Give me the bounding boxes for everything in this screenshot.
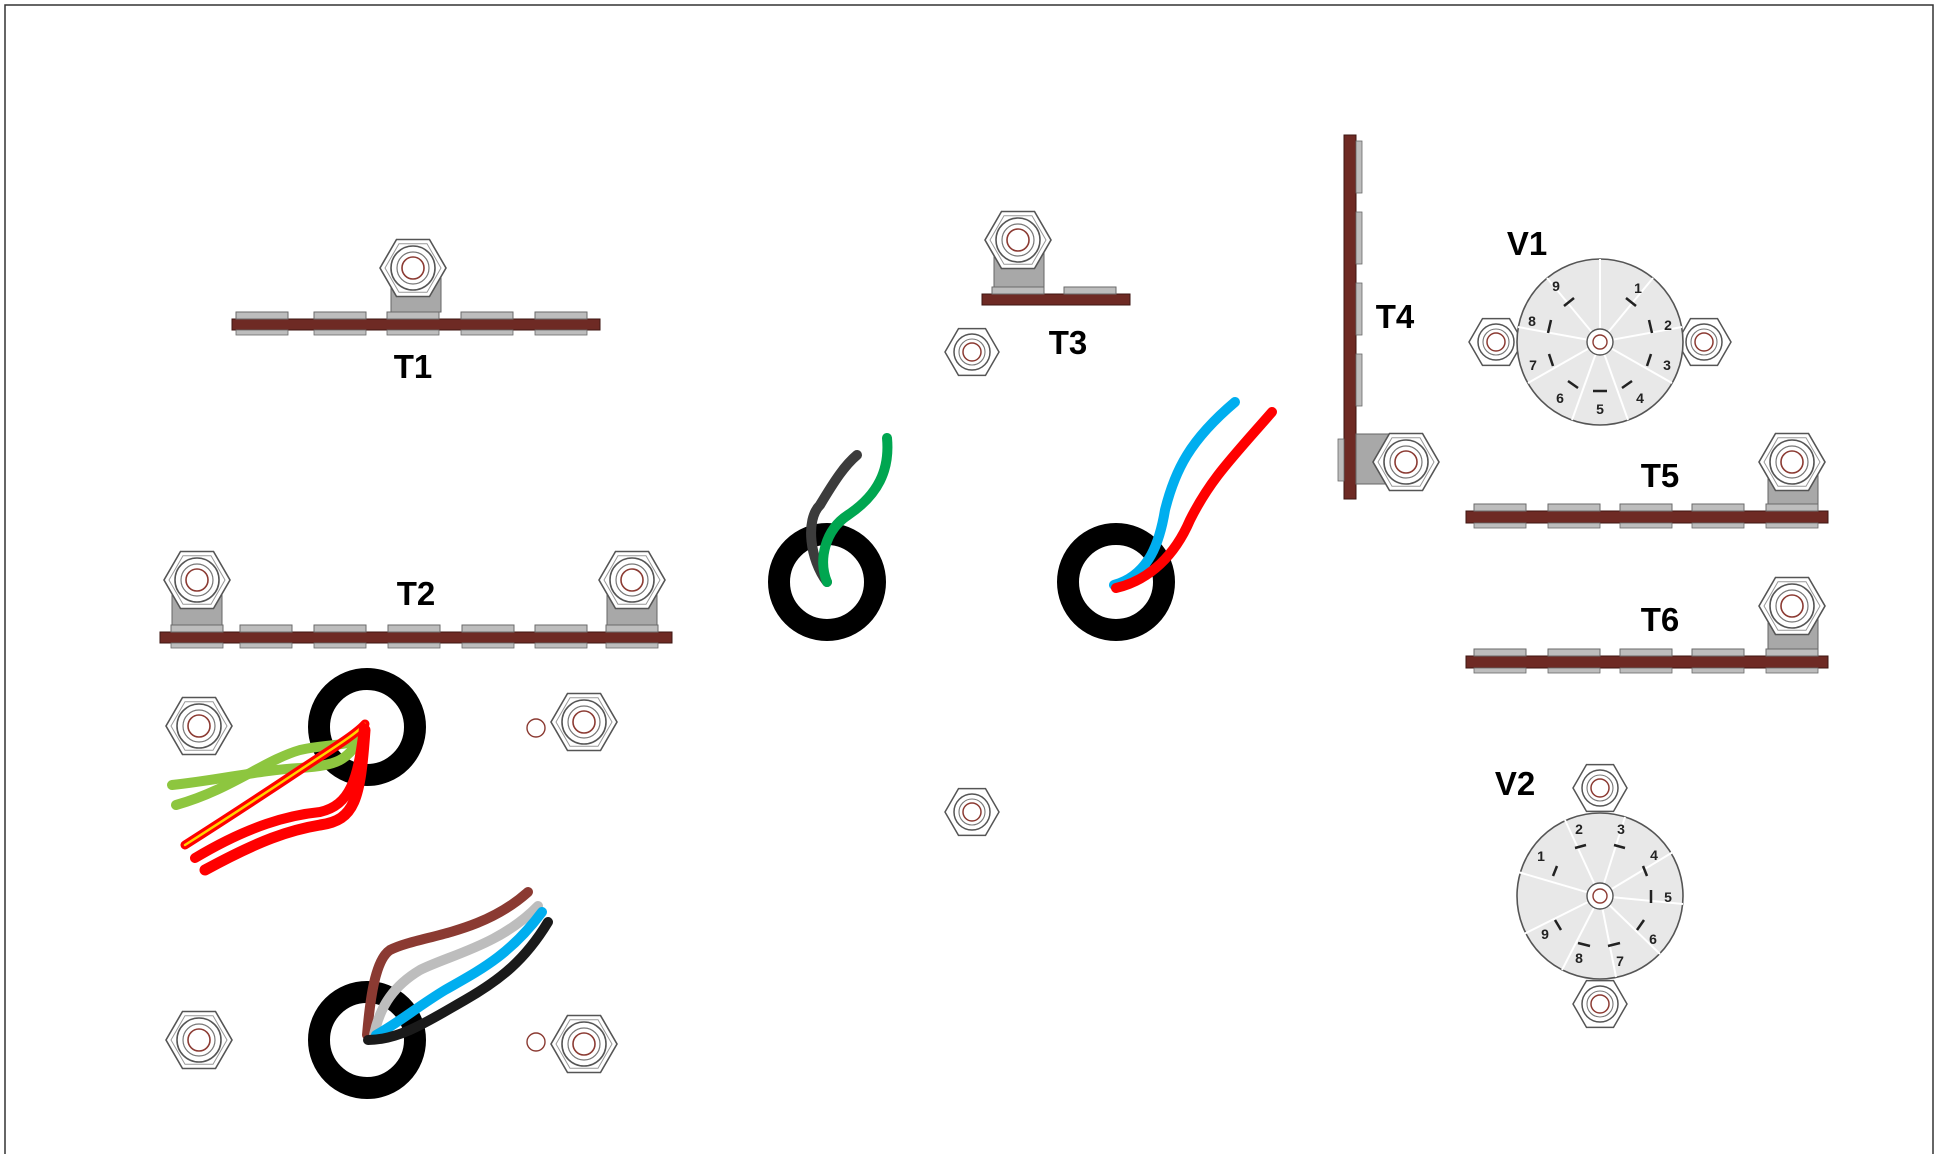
mounting-nut xyxy=(165,1010,233,1070)
v2-pin-8: 8 xyxy=(1575,950,1583,966)
v2-pin-6: 6 xyxy=(1649,931,1657,947)
v2-pin-1: 1 xyxy=(1537,848,1545,864)
v1-pin-3: 3 xyxy=(1663,357,1671,373)
mounting-nut xyxy=(944,787,1000,837)
mounting-nut xyxy=(944,327,1000,377)
terminal-strip-t2 xyxy=(159,550,673,649)
label-v1: V1 xyxy=(1507,225,1547,262)
v1-pin-6: 6 xyxy=(1556,390,1564,406)
v1-pin-2: 2 xyxy=(1664,317,1672,333)
label-t4: T4 xyxy=(1376,298,1415,335)
wire-bundle-lower-leads xyxy=(362,887,553,1045)
tube-socket-v1: 1 2 3 4 5 6 7 8 9 xyxy=(1468,258,1732,426)
terminal-strip-t6 xyxy=(1465,576,1829,674)
page-frame xyxy=(4,4,1934,1154)
ground-lug-hole xyxy=(526,1032,546,1052)
label-t3: T3 xyxy=(1049,324,1088,361)
label-t1: T1 xyxy=(394,348,433,385)
mounting-nut xyxy=(550,692,618,752)
wire-bundle-center-left xyxy=(806,433,893,587)
mounting-nut xyxy=(165,696,233,756)
terminal-strip-t4 xyxy=(1337,134,1440,500)
tube-socket-v2: 1 2 3 4 5 6 7 8 9 xyxy=(1516,763,1684,1029)
v1-pin-7: 7 xyxy=(1529,357,1537,373)
mounting-nut xyxy=(550,1014,618,1074)
v1-pin-5: 5 xyxy=(1596,401,1604,417)
wire-bundle-center-right xyxy=(1109,397,1277,593)
label-t6: T6 xyxy=(1641,601,1680,638)
v2-pin-5: 5 xyxy=(1664,889,1672,905)
grommet-power-leads xyxy=(308,668,426,786)
ground-lug-hole xyxy=(526,718,546,738)
v1-pin-9: 9 xyxy=(1552,278,1560,294)
terminal-strip-t1 xyxy=(231,238,601,336)
terminal-strip-t3 xyxy=(981,210,1131,306)
v2-pin-3: 3 xyxy=(1617,821,1625,837)
v2-pin-4: 4 xyxy=(1650,847,1658,863)
wire-bundle-power-leads xyxy=(167,719,371,876)
grommet-lower-leads xyxy=(308,981,426,1099)
v1-pin-8: 8 xyxy=(1528,313,1536,329)
label-v2: V2 xyxy=(1495,765,1535,802)
grommet-center-right xyxy=(1057,523,1175,641)
v1-pin-1: 1 xyxy=(1634,280,1642,296)
label-t5: T5 xyxy=(1641,457,1680,494)
v2-pin-9: 9 xyxy=(1541,926,1549,942)
label-t2: T2 xyxy=(397,575,436,612)
v1-pin-4: 4 xyxy=(1636,390,1644,406)
terminal-strip-t5 xyxy=(1465,432,1829,529)
v2-pin-2: 2 xyxy=(1575,821,1583,837)
v2-pin-7: 7 xyxy=(1616,953,1624,969)
